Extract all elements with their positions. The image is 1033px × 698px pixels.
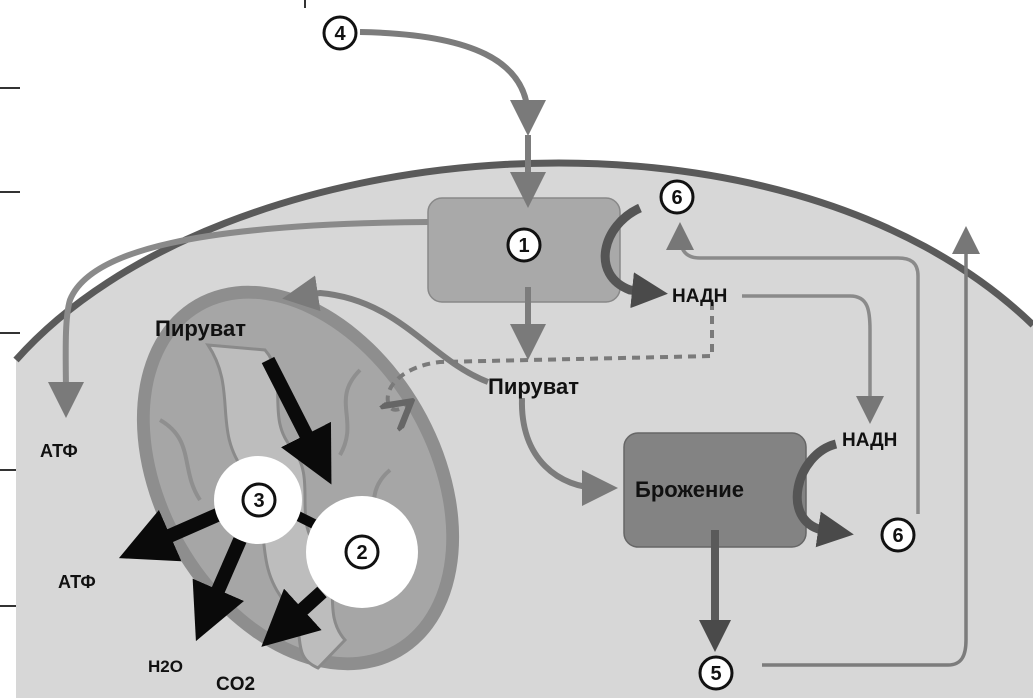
marker-5: 5 [698, 655, 734, 691]
label-h2o: H2O [148, 657, 183, 676]
label-fermentation: Брожение [635, 477, 744, 502]
label-nadh-right: НАДН [842, 430, 897, 451]
marker-3: 3 [241, 482, 277, 518]
marker-6-top: 6 [659, 179, 695, 215]
label-atp-left: АТФ [40, 441, 78, 461]
svg-text:6: 6 [892, 525, 903, 547]
label-nadh-top: НАДН [672, 286, 727, 307]
label-atp-mito: АТФ [58, 572, 96, 592]
svg-text:1: 1 [518, 235, 529, 257]
margin-lines [0, 0, 306, 607]
marker-2: 2 [344, 534, 380, 570]
label-pyruvate-mito: Пируват [155, 316, 246, 341]
dashed-nadh-shuttle [388, 302, 714, 410]
marker-6-right: 6 [880, 517, 916, 553]
label-co2: CO2 [216, 674, 255, 695]
arrow-nadh-to-fermentation [742, 294, 884, 424]
arrow-box1-to-atp [47, 219, 429, 418]
marker-4: 4 [322, 15, 358, 51]
label-pyruvate-cyto: Пируват [488, 374, 579, 399]
svg-text:4: 4 [334, 23, 346, 45]
nad-to-nadh-curve-top [600, 203, 668, 309]
svg-text:2: 2 [356, 542, 367, 564]
arrow-pyruvate-to-mito [282, 275, 490, 385]
arrow-output-5 [762, 226, 980, 667]
nadh-to-nad-curve-right [792, 439, 854, 548]
cell-membrane [13, 159, 1033, 363]
svg-text:5: 5 [710, 663, 721, 685]
marker-1: 1 [506, 227, 542, 263]
svg-text:3: 3 [253, 490, 264, 512]
arrow-input-4 [359, 29, 546, 136]
arrow-pyruvate-to-fermentation [518, 397, 618, 506]
arrow-pyruvate-to-krebs [261, 356, 332, 485]
arrow-3-to-h2o [192, 537, 247, 642]
arrow-3-to-atp [118, 505, 227, 562]
svg-text:6: 6 [671, 187, 682, 209]
arrow-nad-recycle [666, 222, 920, 514]
arrow-2-to-co2 [261, 586, 327, 647]
